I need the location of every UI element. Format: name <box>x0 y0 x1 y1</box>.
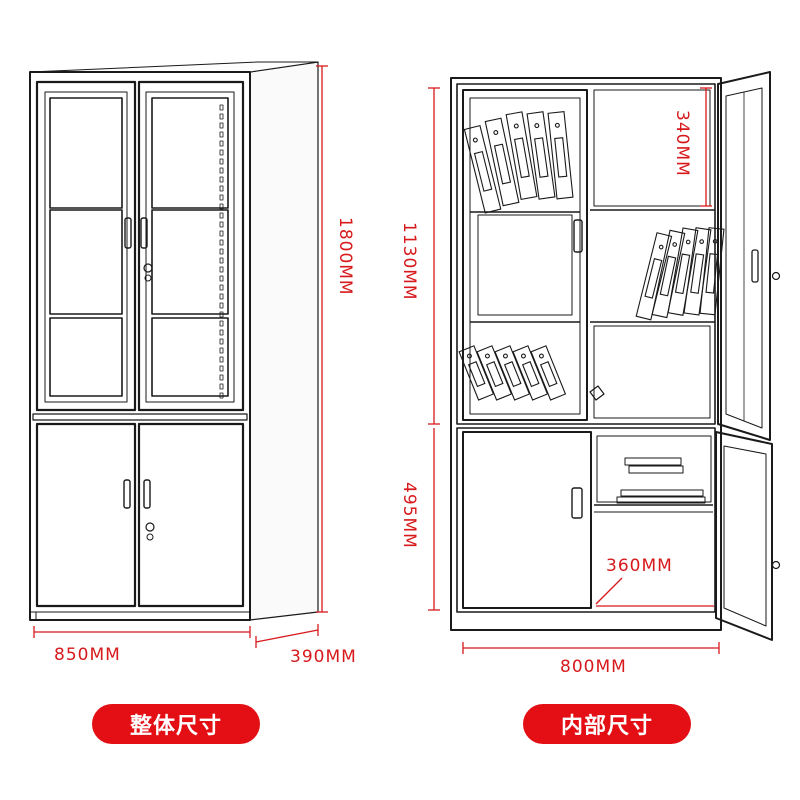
lower-left-steel-door <box>462 431 592 609</box>
lock-icon[interactable] <box>145 522 155 532</box>
upper-glass-door-right <box>137 80 245 412</box>
inner-lower-height-label: 495MM <box>399 482 419 549</box>
opened-lower-right-door <box>715 431 773 641</box>
opened-right-glass-door <box>717 71 771 441</box>
binder-icon <box>463 124 502 214</box>
upper-glass-door-left <box>35 80 137 412</box>
binder-icon <box>530 345 567 401</box>
lower-door-left <box>35 422 137 608</box>
shelf-adjust-hole <box>219 302 224 309</box>
shelf-adjust-hole <box>219 131 224 138</box>
door-handle-icon[interactable] <box>751 249 759 283</box>
shelf-adjust-hole <box>219 248 224 255</box>
shelf-adjust-hole <box>219 113 224 120</box>
binder-icon <box>476 345 513 401</box>
overall-width-label: 850MM <box>54 645 121 665</box>
shelf-adjust-hole <box>219 239 224 246</box>
door-handle-icon[interactable] <box>124 217 132 249</box>
overall-cabinet-drawing <box>29 61 319 621</box>
binder-icon <box>635 232 673 321</box>
shelf-adjust-hole <box>219 104 224 111</box>
inner-width-label: 800MM <box>560 657 627 677</box>
shelf-adjust-hole <box>219 392 224 399</box>
binder-icon <box>526 111 556 200</box>
overall-dimensions-badge: 整体尺寸 <box>92 704 260 744</box>
cabinet-front-frame <box>29 71 251 621</box>
binder-icon <box>505 111 538 201</box>
inner-upper-height-label: 1130MM <box>399 222 419 301</box>
shelf-adjust-hole <box>219 356 224 363</box>
inner-depth-label: 360MM <box>606 556 673 576</box>
document-stack <box>616 457 706 504</box>
shelf-adjust-hole <box>219 230 224 237</box>
shelf-adjust-hole <box>219 284 224 291</box>
binder-icon <box>512 345 549 401</box>
shelf-adjust-hole <box>219 365 224 372</box>
shelf-adjust-hole <box>219 383 224 390</box>
shelf-adjust-hole <box>219 311 224 318</box>
door-handle-icon[interactable] <box>140 217 148 249</box>
shelf-adjust-hole <box>219 293 224 300</box>
binder-icon <box>458 345 495 401</box>
shelf-adjust-hole <box>219 338 224 345</box>
shelf-adjust-hole <box>219 122 224 129</box>
binder-icon <box>667 227 699 316</box>
binder-icon <box>484 117 520 207</box>
shelf-adjust-hole <box>219 347 224 354</box>
binder-icon <box>494 345 531 401</box>
door-handle-icon[interactable] <box>123 479 131 509</box>
shelf-adjust-hole <box>219 203 224 210</box>
shelf-adjust-hole <box>219 320 224 327</box>
shelf-adjust-hole <box>219 167 224 174</box>
lower-door-right <box>137 422 245 608</box>
shelf-adjust-hole <box>219 149 224 156</box>
shelf-adjust-hole <box>219 257 224 264</box>
lock-icon[interactable] <box>771 560 781 570</box>
door-handle-icon[interactable] <box>143 479 151 509</box>
binder-icon <box>699 227 725 316</box>
cabinet-carcass <box>450 77 722 631</box>
binder-icon <box>547 111 574 200</box>
overall-depth-label: 390MM <box>290 647 357 667</box>
lock-icon[interactable] <box>589 385 605 401</box>
shelf-adjust-hole <box>219 329 224 336</box>
shelf-adjust-hole <box>219 176 224 183</box>
door-handle-icon[interactable] <box>571 487 583 519</box>
shelf-adjust-hole <box>219 266 224 273</box>
shelf-adjust-hole <box>219 374 224 381</box>
lock-icon[interactable] <box>143 263 153 273</box>
internal-dimensions-badge: 内部尺寸 <box>523 704 691 744</box>
shelf-adjust-hole <box>219 194 224 201</box>
shelf-adjust-hole <box>219 221 224 228</box>
binder-icon <box>683 227 712 316</box>
shelf-spacing-label: 340MM <box>672 110 692 177</box>
shelf-adjust-hole <box>219 185 224 192</box>
shelf-adjust-hole <box>219 140 224 147</box>
interior-cabinet-drawing <box>450 71 781 641</box>
cabinet-side-panel <box>249 61 319 621</box>
binder-icon <box>651 229 686 319</box>
shelf-adjust-hole <box>219 275 224 282</box>
shelf-adjust-hole <box>219 158 224 165</box>
lock-icon[interactable] <box>771 271 781 281</box>
dimension-lines <box>33 65 720 654</box>
door-handle-icon[interactable] <box>573 219 583 253</box>
shelf-adjust-hole <box>219 212 224 219</box>
overall-height-label: 1800MM <box>335 217 355 296</box>
